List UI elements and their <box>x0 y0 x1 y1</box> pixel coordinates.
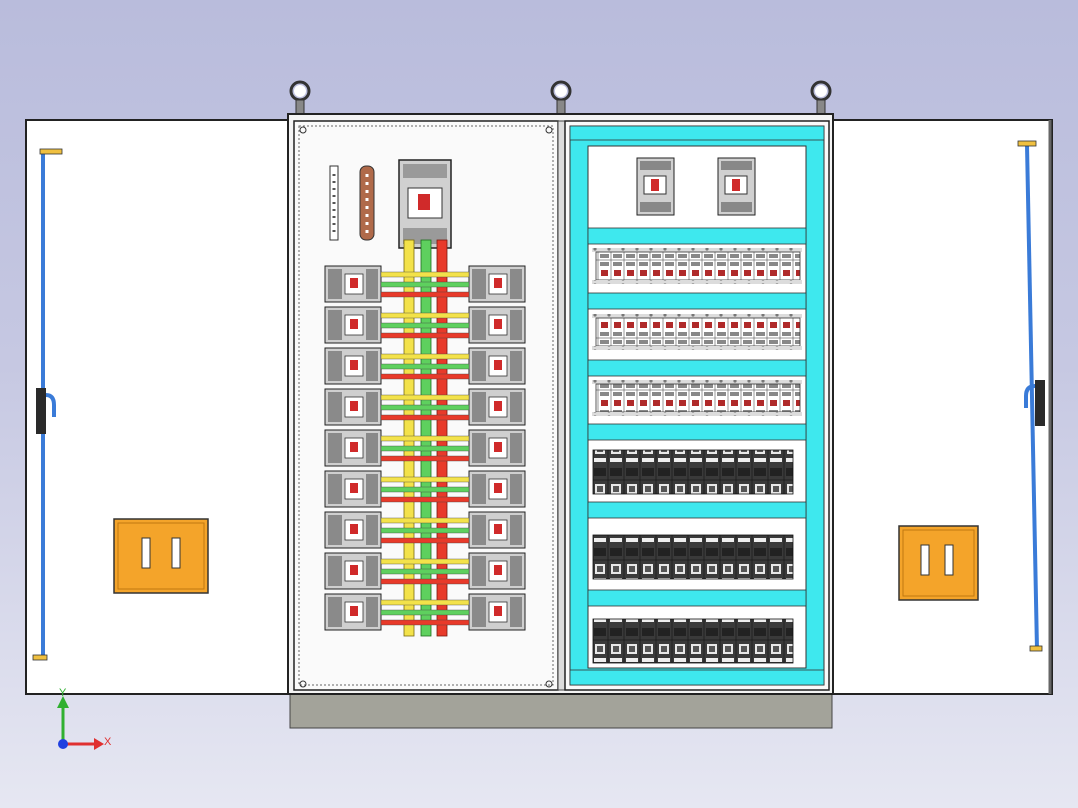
neutral-terminal-bar <box>329 165 339 241</box>
branch-breaker-right[interactable] <box>468 593 526 631</box>
right-hinge-rod <box>1025 144 1039 651</box>
branch-row <box>324 593 526 631</box>
branch-breaker-right[interactable] <box>468 511 526 549</box>
left-compartment[interactable] <box>293 120 559 691</box>
ground-terminal-bar <box>359 165 375 241</box>
branch-breaker-right[interactable] <box>468 265 526 303</box>
right-door[interactable] <box>831 119 1053 695</box>
branch-row <box>324 265 526 303</box>
left-door-handle[interactable] <box>113 518 209 594</box>
cyan-rail <box>587 227 807 245</box>
left-door[interactable] <box>25 119 291 695</box>
branch-row <box>324 388 526 426</box>
branch-row <box>324 347 526 385</box>
branch-breaker-left[interactable] <box>324 388 382 426</box>
branch-breaker-right[interactable] <box>468 306 526 344</box>
cyan-rail <box>587 359 807 377</box>
branch-breaker-left[interactable] <box>324 552 382 590</box>
eye-bolt-right <box>810 80 832 115</box>
branch-breaker-left[interactable] <box>324 429 382 467</box>
relay-row[interactable] <box>592 449 794 495</box>
branch-breaker-left[interactable] <box>324 470 382 508</box>
branch-row <box>324 429 526 467</box>
branch-row <box>324 552 526 590</box>
cyan-rail <box>587 501 807 519</box>
cyan-rail <box>587 292 807 310</box>
branch-breaker-rows <box>324 265 526 631</box>
branch-breaker-right[interactable] <box>468 347 526 385</box>
main-breaker[interactable] <box>398 159 452 249</box>
cyan-rail <box>587 423 807 441</box>
triad-y-label: Y <box>59 687 67 699</box>
top-breaker-1[interactable] <box>636 157 675 216</box>
relay-row[interactable] <box>592 534 794 580</box>
relay-rows <box>592 449 794 664</box>
right-door-handle[interactable] <box>898 525 979 601</box>
relay-row[interactable] <box>592 618 794 664</box>
branch-breaker-right[interactable] <box>468 429 526 467</box>
eye-bolt-middle <box>550 80 572 115</box>
mcb-row[interactable] <box>592 314 802 350</box>
branch-breaker-left[interactable] <box>324 511 382 549</box>
cabinet-plinth <box>289 691 833 729</box>
mcb-row[interactable] <box>592 248 802 284</box>
branch-breaker-left[interactable] <box>324 265 382 303</box>
branch-breaker-left[interactable] <box>324 347 382 385</box>
cyan-mounting-rails <box>587 227 807 607</box>
branch-breaker-left[interactable] <box>324 593 382 631</box>
branch-breaker-right[interactable] <box>468 552 526 590</box>
triad-x-label: X <box>104 736 112 748</box>
mcb-row[interactable] <box>592 380 802 416</box>
branch-row <box>324 306 526 344</box>
coordinate-triad: X Y <box>57 687 112 750</box>
eye-bolt-left <box>289 80 311 115</box>
branch-row <box>324 511 526 549</box>
branch-row <box>324 470 526 508</box>
right-compartment[interactable] <box>564 120 830 691</box>
mcb-rows <box>592 248 802 416</box>
branch-breaker-right[interactable] <box>468 388 526 426</box>
top-breaker-2[interactable] <box>717 157 756 216</box>
cyan-rail <box>587 589 807 607</box>
cabinet-divider <box>557 120 566 691</box>
branch-breaker-right[interactable] <box>468 470 526 508</box>
branch-breaker-left[interactable] <box>324 306 382 344</box>
